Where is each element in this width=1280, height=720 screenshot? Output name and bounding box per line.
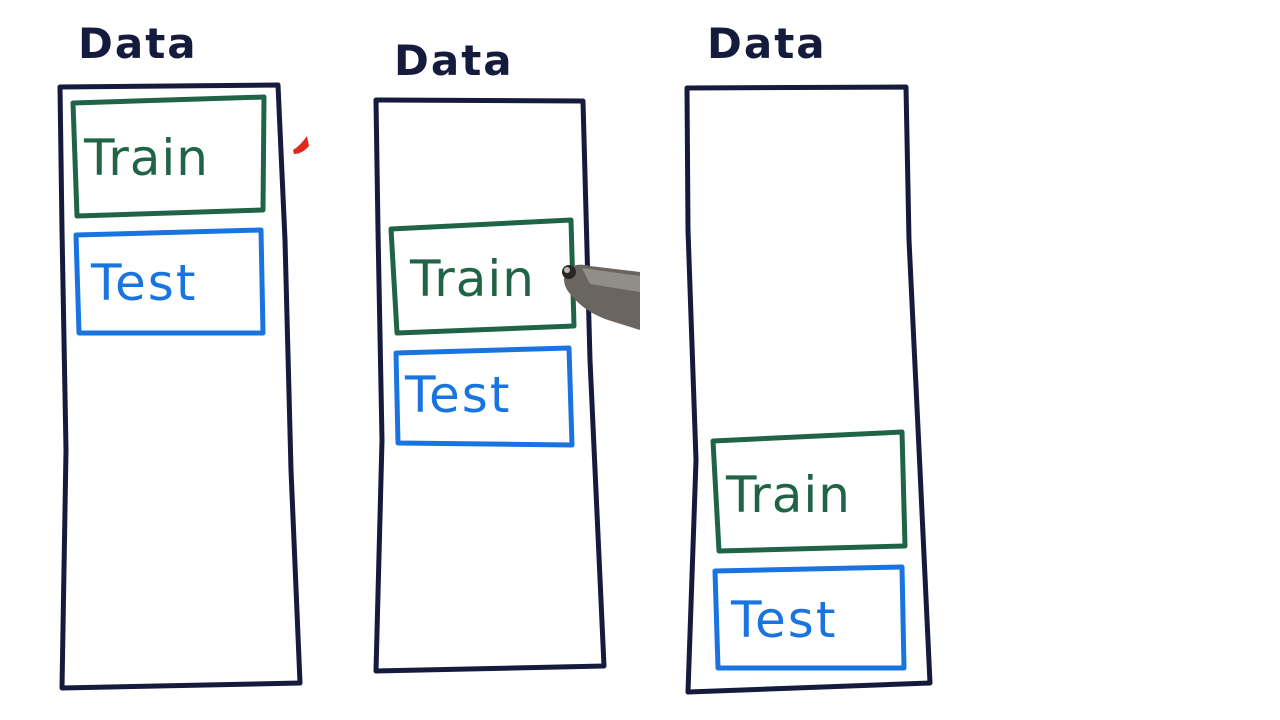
panel-1-test-box xyxy=(73,227,266,336)
panel-1-title: Data xyxy=(78,19,198,68)
panel-2: Data Train Test xyxy=(373,36,607,674)
panel-1-data-column xyxy=(57,82,303,691)
panel-1-test-label: Test xyxy=(90,254,197,312)
panel-3-data-column xyxy=(684,84,933,695)
panel-1: Data Train Test xyxy=(57,19,303,691)
panel-3-title: Data xyxy=(707,19,827,68)
panel-2-train-label: Train xyxy=(409,250,535,308)
pen-icon xyxy=(562,264,640,330)
panel-3: Data Train Test xyxy=(684,19,933,695)
panel-1-train-box xyxy=(70,94,267,219)
red-mark xyxy=(293,136,309,154)
panel-3-test-label: Test xyxy=(730,591,837,649)
panel-3-test-box xyxy=(712,564,907,671)
panel-2-title: Data xyxy=(394,36,514,85)
panel-2-test-box xyxy=(393,345,575,448)
panel-3-train-box xyxy=(710,429,908,554)
panel-2-train-box xyxy=(388,217,577,336)
panel-3-train-label: Train xyxy=(725,466,851,524)
panel-2-test-label: Test xyxy=(404,366,511,424)
panel-1-train-label: Train xyxy=(83,129,209,187)
panel-2-data-column xyxy=(373,97,607,674)
